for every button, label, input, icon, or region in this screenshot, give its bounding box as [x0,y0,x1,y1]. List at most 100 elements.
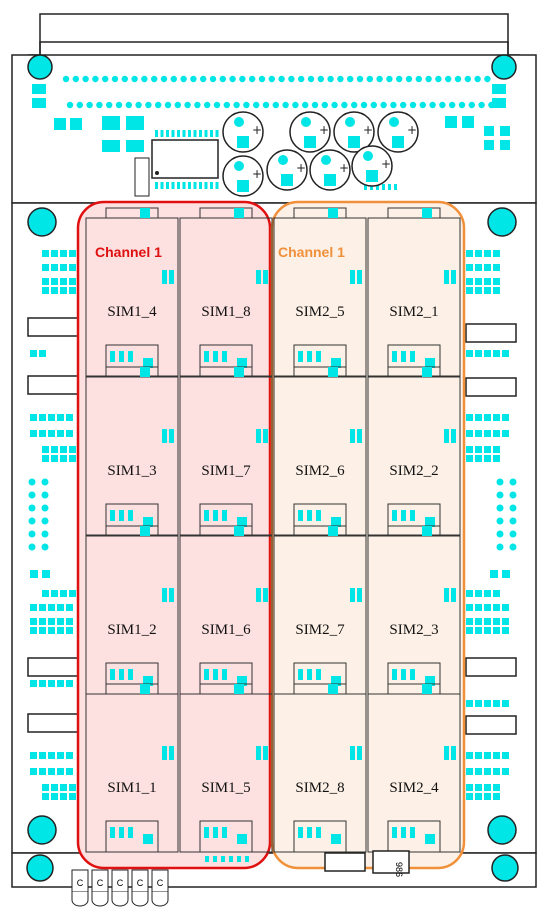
sim-contact-block [293,344,347,377]
pad [48,430,55,437]
pad [466,250,473,257]
sim-slot: SIM2_4 [367,683,461,853]
pad [60,784,67,791]
pad [30,570,38,578]
capacitor-polarity-mark: + [339,161,349,175]
pad [66,768,73,775]
pad [51,793,58,800]
pad [66,604,73,611]
pad [401,510,406,521]
capacitor [222,155,264,197]
pad [57,752,64,759]
pin-pad [311,101,319,109]
pin-pad [327,75,334,83]
pad [364,184,367,190]
pad [177,182,180,189]
sim-contact-block [387,683,441,694]
pad [48,752,55,759]
top-pad-rows [32,75,510,190]
pad [493,784,500,791]
pad [484,752,491,759]
pad [39,430,46,437]
pin-pad [331,101,338,109]
pad [69,590,76,597]
capacitor-pad [345,117,355,127]
via [41,478,49,486]
pad [213,669,218,680]
pad [30,604,37,611]
capacitor-polarity-mark: + [319,123,329,137]
right-side-components [465,250,517,800]
pad [466,287,473,294]
pad [392,827,397,838]
pad [307,827,312,838]
sim-contact-block [387,503,441,536]
pad [316,827,321,838]
mount-hole [487,815,517,845]
via [28,478,36,486]
pad [70,118,82,130]
sim-slot-label: SIM2_4 [389,780,439,796]
pad [445,116,457,128]
pad [66,680,73,687]
pad [475,287,482,294]
pin-pad [92,75,99,83]
pad [182,130,186,137]
via [509,504,517,512]
pad [199,182,202,189]
pad [160,182,164,189]
capacitor-polarity-mark: + [252,123,262,137]
mount-hole [27,54,53,80]
pad [392,351,397,362]
led-dome [131,892,149,907]
pad [237,676,247,686]
pin-pad [86,101,93,109]
pad [57,768,64,775]
pad [30,618,37,625]
led-label: C [77,878,84,888]
pad [42,793,49,800]
via [28,517,36,525]
pad [42,278,49,285]
pad [48,618,55,625]
pad [102,140,120,152]
pad [166,130,169,137]
pin-pad [347,75,354,83]
mount-hole [491,854,519,882]
pad [484,430,491,437]
via [509,478,517,486]
pad [475,618,482,625]
sim-slot: SIM1_4 [85,207,179,377]
pad [42,455,49,462]
via [28,491,36,499]
resistor-array [27,375,79,395]
pad [213,856,217,862]
pad [234,526,244,536]
pin-pad [115,101,123,109]
capacitor-pad [324,174,336,186]
via [28,504,36,512]
pad [256,270,261,284]
pad [39,680,46,687]
sim-slot-label: SIM2_1 [389,304,438,320]
pad [466,278,473,285]
capacitor-pad [237,136,249,148]
sim-contact-block [199,683,253,694]
pad [493,793,500,800]
pad [493,604,500,611]
pad [51,446,58,453]
sim-contact-block [105,366,159,377]
via [41,530,49,538]
pin-pad [125,101,132,109]
pad [57,618,64,625]
sim-contact-block [199,820,253,853]
pad [410,827,415,838]
pad [493,414,500,421]
pad [357,588,362,602]
pin-pad [419,101,426,109]
pad [32,98,46,108]
pad [57,414,64,421]
pad [222,510,227,521]
pad [42,264,49,271]
pad [475,768,482,775]
